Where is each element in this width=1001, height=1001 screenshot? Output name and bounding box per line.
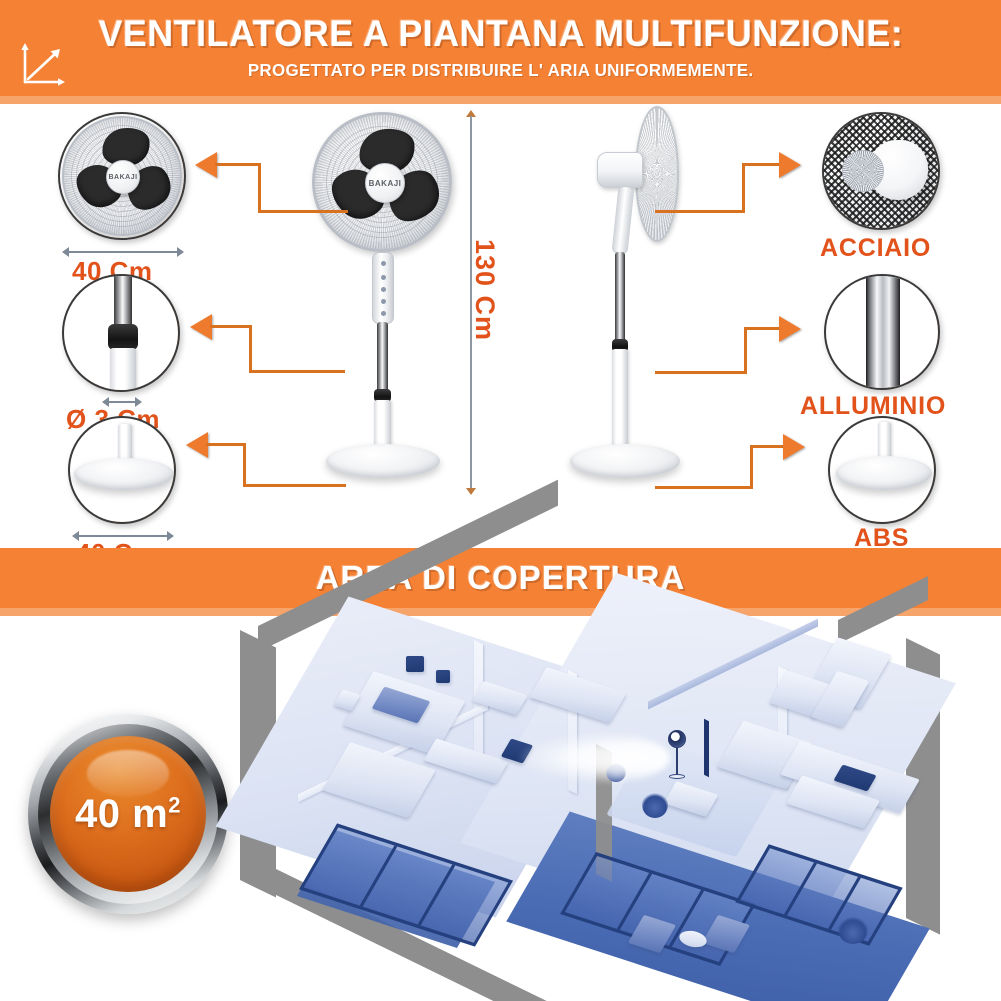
fan-head-measure-bar <box>62 246 184 258</box>
detail-fan-head-front: BAKAJI <box>58 112 186 240</box>
fan-base-side <box>570 444 680 478</box>
fan-base <box>326 444 440 478</box>
detail-chrome-tube <box>114 276 132 330</box>
connector-fan-head <box>195 152 348 222</box>
detail-base-view <box>68 416 176 524</box>
arrow-right-icon <box>779 316 801 342</box>
page-subtitle: PROGETTATO PER DISTRIBUIRE L' ARIA UNIFO… <box>247 60 754 80</box>
coverage-number: 40 m <box>75 791 169 836</box>
detail-abs-base <box>828 416 936 524</box>
arrow-right-icon <box>779 152 801 178</box>
fan-hub-logo: BAKAJI <box>365 163 405 203</box>
pedestal-fan-in-room <box>668 730 688 782</box>
apartment-floorplan-3d <box>215 479 990 1001</box>
product-spec-area: BAKAJI 130 Cm <box>0 104 1001 568</box>
detail-base-disc <box>74 458 174 490</box>
detail-base-pole <box>118 424 132 466</box>
wall-art-small <box>436 670 450 683</box>
badge-gloss-highlight <box>87 750 169 797</box>
detail-grille: BAKAJI <box>62 116 182 236</box>
arrow-right-icon <box>783 434 805 460</box>
area-banner: AREA DI COPERTURA <box>0 548 1001 608</box>
fan-base-icon <box>669 774 685 779</box>
fan-stem-icon <box>676 747 678 775</box>
fan-tilt-neck <box>611 185 635 255</box>
plant-living <box>642 792 668 818</box>
fan-motor-housing <box>597 152 643 188</box>
arrow-left-icon <box>186 432 208 458</box>
abs-material-label: ABS <box>854 524 910 552</box>
header-banner: VENTILATORE A PIANTANA MULTIFUNZIONE: PR… <box>0 0 1001 96</box>
detail-steel-mesh <box>822 112 940 230</box>
detail-hub-logo: BAKAJI <box>106 160 140 194</box>
fan-grille-side <box>635 106 679 242</box>
arrow-left-icon <box>190 314 212 340</box>
product-side-view <box>570 104 755 494</box>
coverage-area-section: 40 m2 <box>0 479 1001 1001</box>
control-panel <box>372 252 394 324</box>
header-banner-underline <box>0 96 1001 104</box>
terrace-plant <box>838 916 868 944</box>
detail-aluminium-tube <box>824 274 940 390</box>
wall-art-bedroom <box>406 656 424 672</box>
steel-material-label: ACCIAIO <box>820 234 932 262</box>
brand-label: BAKAJI <box>368 178 402 188</box>
lower-pole-side <box>612 349 628 461</box>
detail-brand-label: BAKAJI <box>108 173 138 181</box>
connector-base <box>186 432 346 490</box>
fan-head-icon <box>668 730 686 748</box>
area-banner-underline <box>0 608 1001 616</box>
detail-collar <box>108 324 138 350</box>
height-label: 130 Cm <box>470 239 500 342</box>
coverage-value: 40 m2 <box>75 792 181 837</box>
door-frame-kitchen <box>704 718 709 778</box>
connector-steel <box>655 152 827 222</box>
pole-collar <box>374 389 391 402</box>
detail-pole-joint <box>62 274 180 392</box>
connector-pole-joint <box>190 314 345 380</box>
height-measure-bar <box>465 110 477 495</box>
aluminium-tube-texture <box>866 276 900 388</box>
base-measure-bar <box>72 530 174 542</box>
growth-axis-icon <box>21 43 65 86</box>
detail-white-tube <box>110 348 136 390</box>
connector-abs <box>655 434 835 492</box>
badge-inner-face: 40 m2 <box>50 736 206 892</box>
detail-motor-fins <box>842 150 884 192</box>
fan-grille: BAKAJI <box>312 112 452 252</box>
arrow-left-icon <box>195 152 217 178</box>
coverage-exponent: 2 <box>168 792 181 818</box>
coverage-badge: 40 m2 <box>28 714 228 914</box>
detail-abs-disc <box>836 456 932 490</box>
page-title: VENTILATORE A PIANTANA MULTIFUNZIONE: <box>98 13 903 54</box>
detail-abs-pole <box>878 422 891 466</box>
connector-aluminium <box>655 316 827 382</box>
airflow-stream <box>520 732 670 784</box>
product-front-view: BAKAJI <box>300 104 480 494</box>
upper-pole-chrome-side <box>615 252 625 344</box>
upper-pole-chrome <box>377 322 388 392</box>
pole-collar-side <box>612 339 628 352</box>
aluminium-material-label: ALLUMINIO <box>800 392 947 420</box>
pole-measure-bar <box>102 396 142 408</box>
